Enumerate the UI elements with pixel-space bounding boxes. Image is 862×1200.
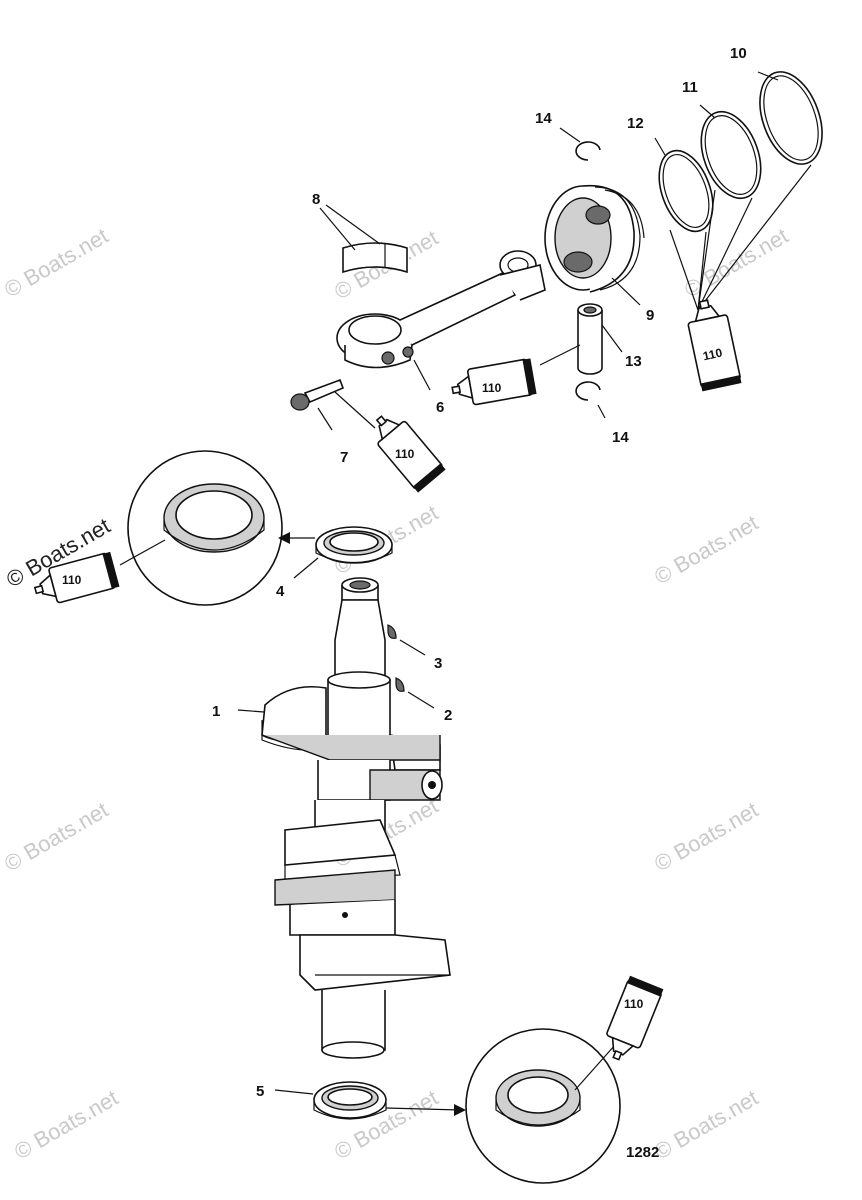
callout-14-lower: 14 (612, 429, 629, 446)
watermark: © Boats.net (10, 1085, 122, 1164)
snap-ring-upper (559, 127, 601, 161)
watermark: © Boats.net (0, 223, 112, 302)
sealant-tube-icon: 110 (687, 299, 742, 392)
callout-labels: 1 2 3 4 5 6 7 8 9 10 11 12 13 14 14 1282 (212, 45, 747, 1161)
callout-4: 4 (276, 583, 285, 600)
callout-7: 7 (340, 449, 348, 466)
watermark: © Boats.net (650, 797, 762, 876)
sealant-tube-icon (606, 975, 664, 1061)
sealant-code-label: 110 (624, 997, 644, 1011)
callout-5: 5 (256, 1083, 264, 1100)
snap-ring-lower (575, 381, 606, 419)
callout-6: 6 (436, 399, 444, 416)
sealant-code-label: 110 (395, 447, 415, 461)
wrist-pin (539, 303, 623, 375)
sealant-code-label: 110 (482, 381, 502, 395)
piston-ring-10 (759, 71, 823, 165)
piston-ring-11 (700, 110, 762, 200)
watermark: © Boats.net (680, 223, 792, 302)
rod-bolt (290, 378, 376, 431)
upper-seal-detail (119, 450, 283, 606)
lower-seal (274, 1081, 466, 1120)
sealant-code-label: 110 (702, 345, 724, 363)
callout-13: 13 (625, 353, 642, 370)
callout-12: 12 (627, 115, 644, 132)
figure-id: 1282 (626, 1144, 659, 1161)
callout-2: 2 (444, 707, 452, 724)
lower-seal-detail (465, 1028, 621, 1184)
sealant-tube-icon (33, 551, 120, 604)
key-upper (387, 624, 426, 656)
callout-14-upper: 14 (535, 110, 552, 127)
piston (544, 184, 645, 306)
piston-ring-12 (658, 149, 714, 233)
bearing-halves (319, 204, 408, 274)
connecting-rod (336, 250, 546, 391)
sealant-tube-icon (451, 358, 537, 406)
callout-3: 3 (434, 655, 442, 672)
callout-10: 10 (730, 45, 747, 62)
callout-1: 1 (212, 703, 220, 720)
upper-seal (278, 526, 393, 579)
callout-9: 9 (646, 307, 654, 324)
callout-11: 11 (682, 79, 698, 96)
callout-8: 8 (312, 191, 320, 208)
watermark: © Boats.net (650, 1085, 762, 1164)
watermark: © Boats.net (0, 797, 112, 876)
watermark: © Boats.net (650, 510, 762, 589)
key-lower (395, 677, 435, 709)
crankshaft (237, 577, 451, 1059)
sealant-tube-icon (375, 415, 446, 493)
sealant-code-label: 110 (62, 573, 82, 587)
ring-leaders (654, 71, 812, 311)
